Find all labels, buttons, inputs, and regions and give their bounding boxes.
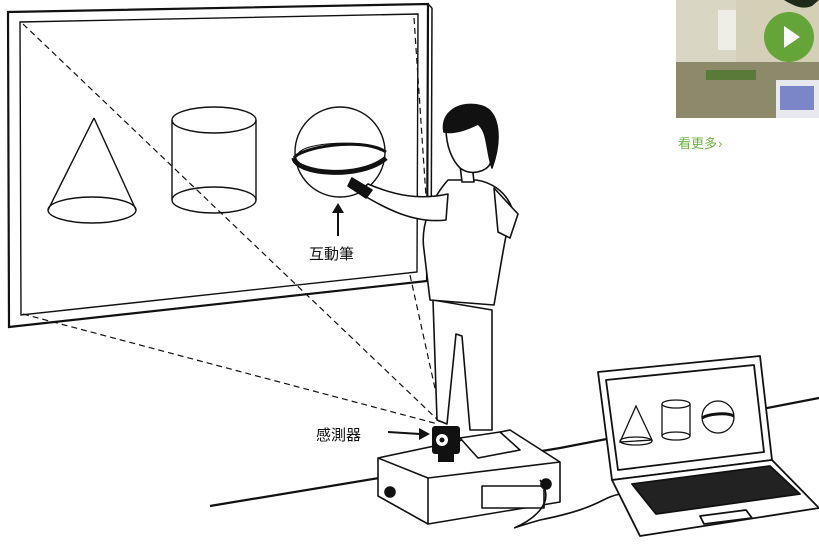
play-button[interactable] [764, 12, 814, 62]
pen-label: 互動筆 [309, 245, 354, 263]
sensor-label: 感測器 [316, 426, 361, 444]
video-thumbnail[interactable] [676, 0, 819, 118]
chevron-right-icon: › [718, 137, 723, 151]
see-more-link[interactable]: 看更多› [678, 133, 723, 152]
laptop [598, 356, 819, 536]
play-icon [764, 12, 814, 62]
sensor-arrow [388, 428, 430, 440]
projector [378, 430, 560, 524]
see-more-label: 看更多 [678, 137, 717, 152]
